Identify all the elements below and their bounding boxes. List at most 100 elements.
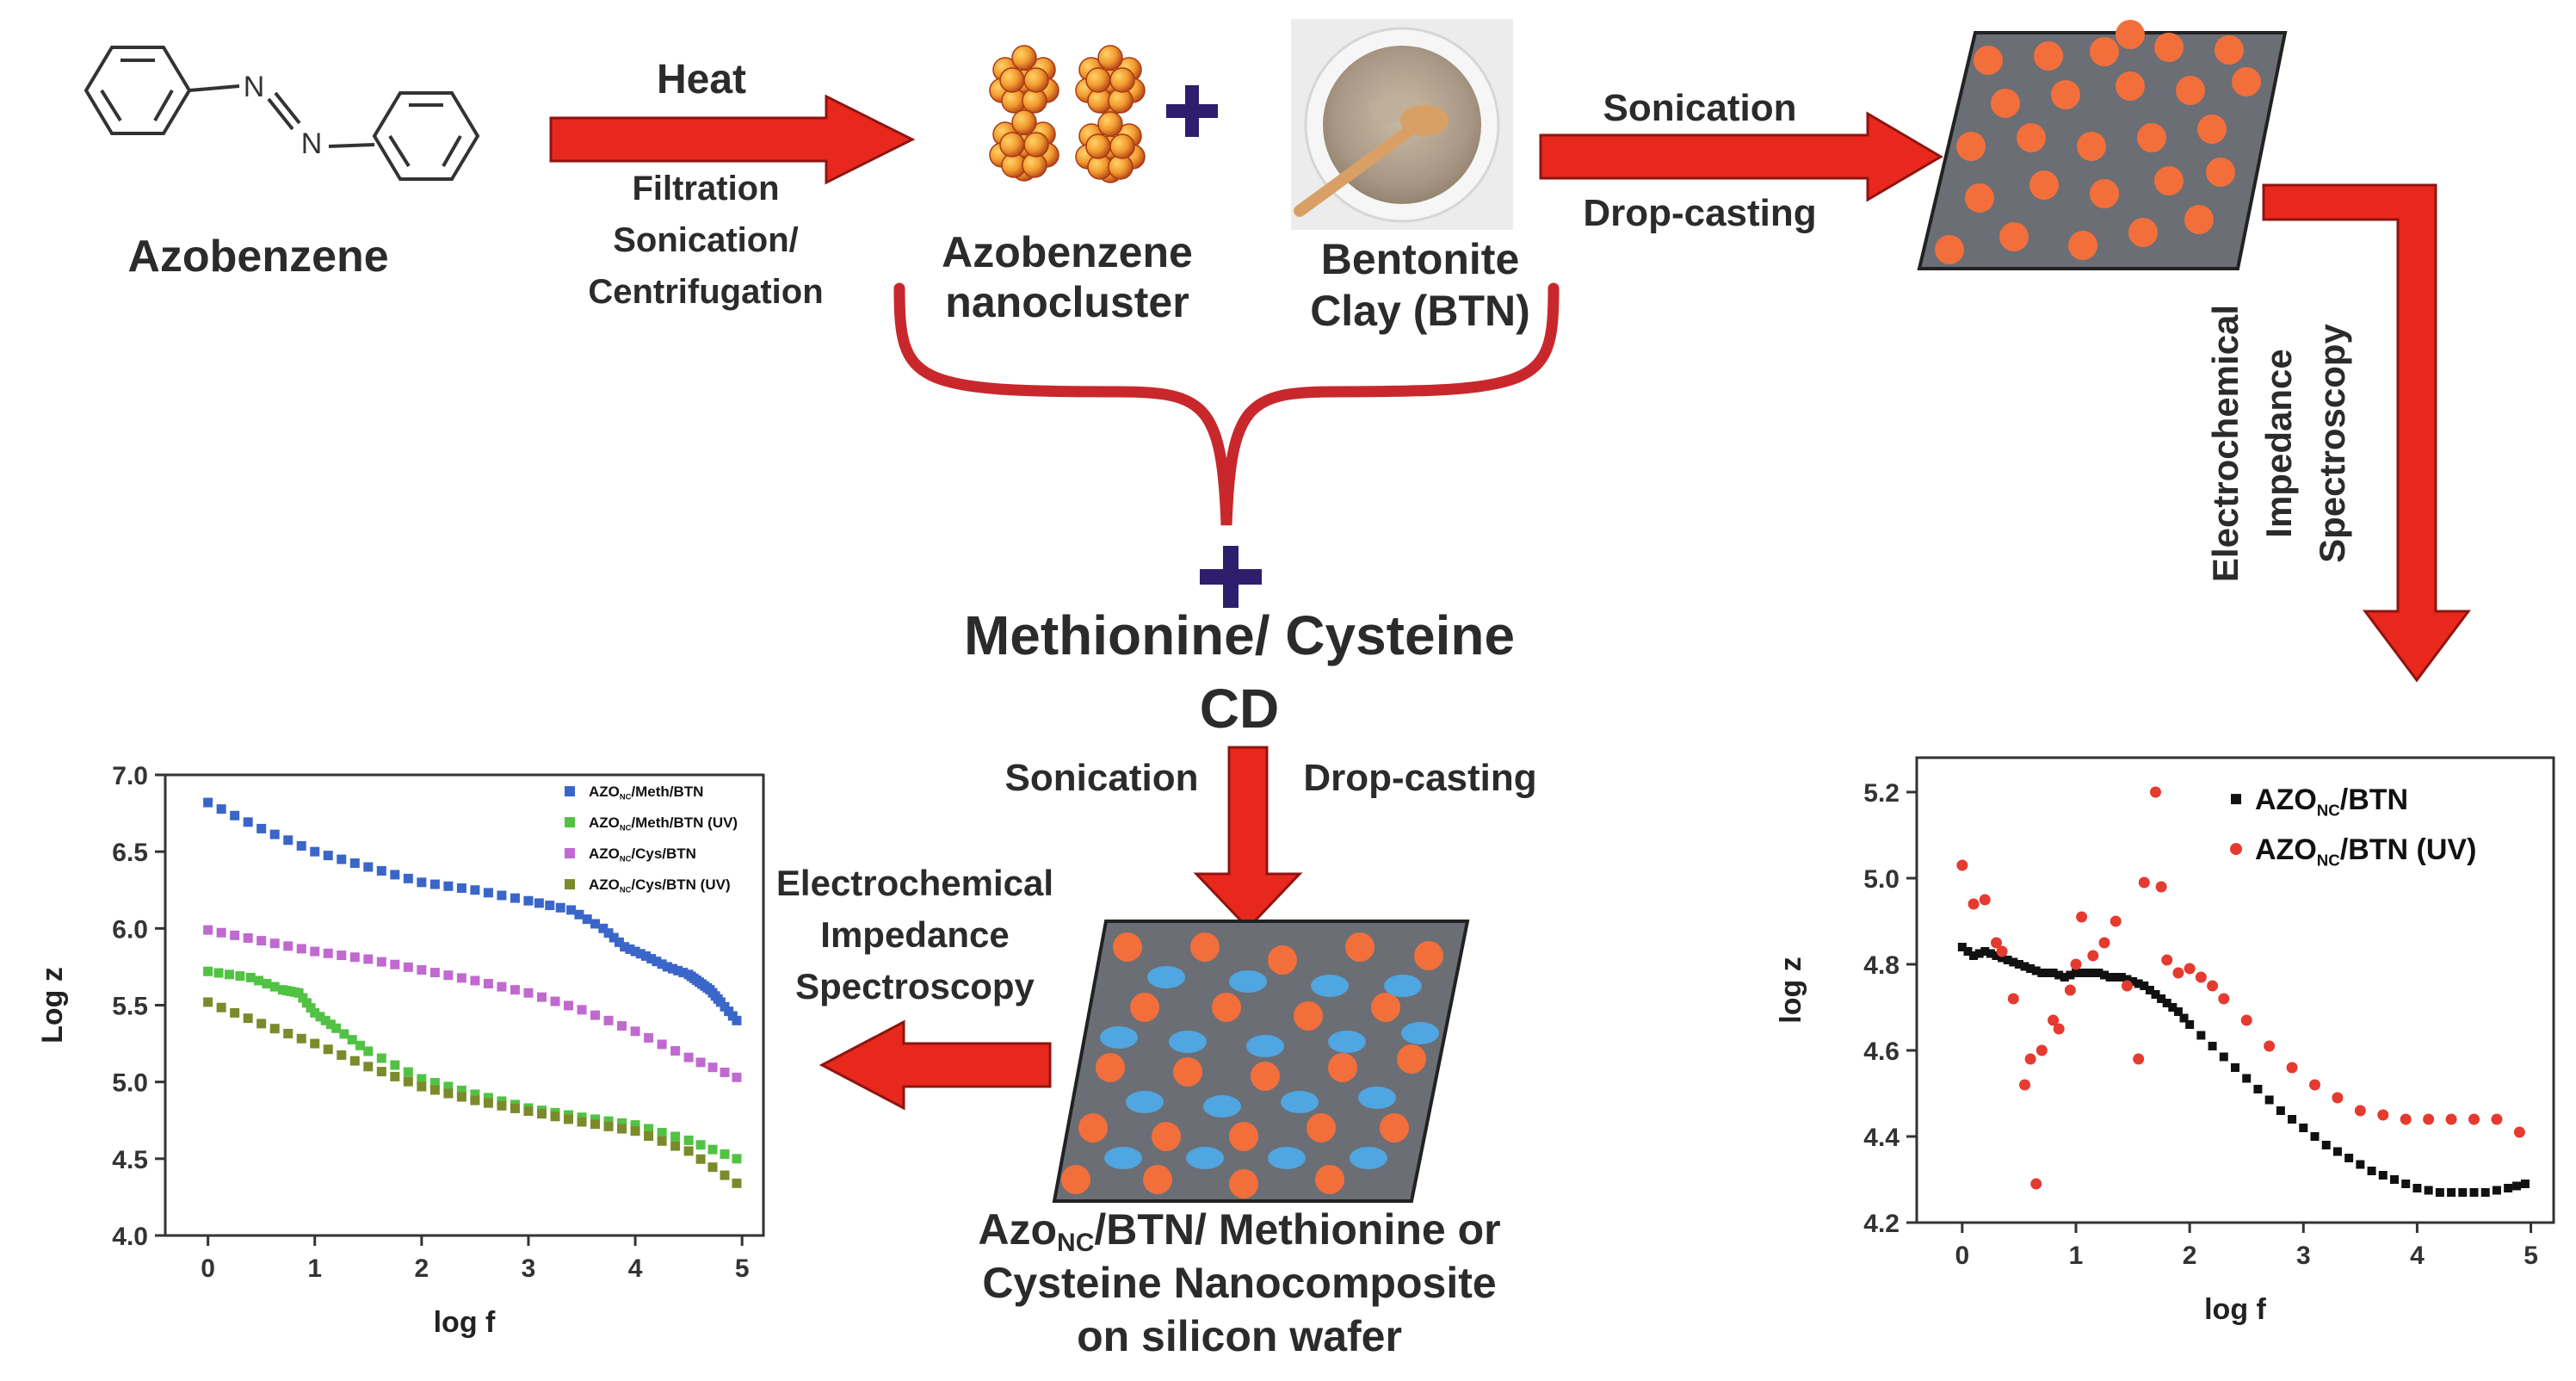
data-point: [470, 975, 480, 986]
wafer-dot-blue: [1311, 975, 1349, 997]
data-point: [355, 1040, 365, 1050]
data-point: [349, 952, 360, 963]
data-point: [1986, 949, 1995, 958]
eis-left-label-2: Impedance: [820, 914, 1009, 955]
data-point: [510, 1103, 520, 1113]
legend-entry: AZONC/Meth/BTN (UV): [589, 814, 738, 833]
data-point: [298, 993, 308, 1003]
data-point: [2161, 954, 2173, 966]
data-point: [2066, 970, 2075, 980]
x-axis-label: log f: [2204, 1293, 2266, 1326]
data-point: [2133, 1053, 2145, 1065]
legend-marker: [565, 848, 575, 859]
nanocluster-ball-1: [1075, 45, 1146, 117]
data-point: [670, 1131, 681, 1142]
data-point: [320, 1015, 330, 1025]
data-point: [283, 1028, 293, 1038]
heat-label: Heat: [657, 57, 746, 102]
plot-frame: [164, 773, 765, 1237]
data-point: [2134, 979, 2143, 988]
composite-label-2: Cysteine Nanocomposite: [982, 1259, 1496, 1307]
data-point: [2035, 1044, 2048, 1056]
data-point: [2150, 786, 2161, 798]
y-tick-label: 5.0: [1863, 865, 1900, 894]
data-point: [1963, 947, 1973, 956]
legend-marker: [565, 817, 575, 828]
y-tick-label: 6.0: [112, 915, 148, 944]
eis-right-label-1: Electrochemical: [2205, 305, 2246, 582]
data-point: [310, 1007, 320, 1018]
data-point: [2264, 1095, 2274, 1105]
data-point: [296, 1033, 306, 1043]
data-point: [683, 1052, 694, 1062]
data-point: [668, 963, 678, 974]
data-point: [403, 873, 413, 883]
data-point: [216, 804, 226, 814]
data-point: [2242, 1074, 2252, 1083]
data-point: [630, 946, 640, 957]
data-point: [2054, 970, 2064, 980]
data-point: [376, 1067, 386, 1077]
data-point: [603, 1116, 614, 1126]
data-point: [456, 1092, 466, 1102]
legend-entry: AZONC/Cys/BTN: [589, 845, 696, 864]
data-point: [2155, 881, 2167, 893]
data-point: [306, 1003, 316, 1013]
data-point: [497, 1100, 507, 1111]
data-point: [269, 938, 280, 949]
data-point: [269, 829, 280, 839]
data-point: [256, 936, 267, 946]
data-point: [644, 1131, 654, 1142]
y-axis-label: Log z: [36, 967, 69, 1043]
data-point: [646, 954, 657, 964]
data-point: [707, 1144, 718, 1155]
data-point: [417, 877, 427, 888]
data-point: [2031, 966, 2041, 975]
data-point: [644, 1032, 654, 1043]
data-point: [2100, 970, 2110, 980]
data-point: [670, 1046, 681, 1056]
wafer-dot-orange: [1956, 132, 1986, 161]
eis-right-arrow: [2262, 183, 2471, 683]
data-point: [310, 946, 320, 957]
series-0: [1957, 943, 2530, 1197]
wafer-dot-orange: [1268, 945, 1297, 975]
wafer-dot-orange: [1173, 1057, 1202, 1087]
data-point: [2116, 973, 2126, 982]
cd-down-arrow: [1193, 746, 1303, 931]
data-point: [2276, 1106, 2285, 1115]
wafer-dot-blue: [1186, 1147, 1224, 1169]
x-tick-label: 1: [2069, 1242, 2084, 1270]
wafer-dot-orange: [1974, 46, 2003, 75]
wafer-dot-blue: [1401, 1022, 1439, 1044]
wafer-dot-orange: [1096, 1053, 1125, 1082]
data-point: [339, 1029, 349, 1039]
wafer-dot-orange: [1229, 1169, 1258, 1198]
data-point: [2253, 1085, 2263, 1093]
data-point: [510, 893, 520, 903]
data-point: [673, 965, 683, 975]
x-tick-label: 0: [1955, 1242, 1970, 1270]
legend-marker: [2231, 794, 2241, 805]
data-point: [707, 1162, 718, 1173]
nanocluster-ball-0: [989, 45, 1059, 117]
wafer-dot-orange: [2215, 35, 2244, 65]
data-point: [2121, 980, 2133, 992]
data-point: [2060, 973, 2069, 982]
wafer-dot-orange: [2154, 33, 2184, 62]
eis-left-label-1: Electrochemical: [776, 863, 1053, 903]
wafer-dot-orange: [2034, 41, 2063, 71]
data-point: [1969, 951, 1979, 960]
x-tick-label: 0: [201, 1254, 215, 1283]
data-point: [2458, 1188, 2468, 1197]
data-point: [2332, 1092, 2344, 1104]
data-point: [337, 1050, 347, 1060]
data-point: [337, 951, 347, 961]
series-0: [203, 797, 742, 1025]
data-point: [2378, 1171, 2388, 1180]
eis-left-arrow: [819, 1019, 1052, 1111]
x-tick-label: 3: [522, 1254, 536, 1283]
series-3: [203, 997, 742, 1188]
data-point: [617, 1124, 627, 1134]
wafer-dot-blue: [1358, 1087, 1396, 1109]
